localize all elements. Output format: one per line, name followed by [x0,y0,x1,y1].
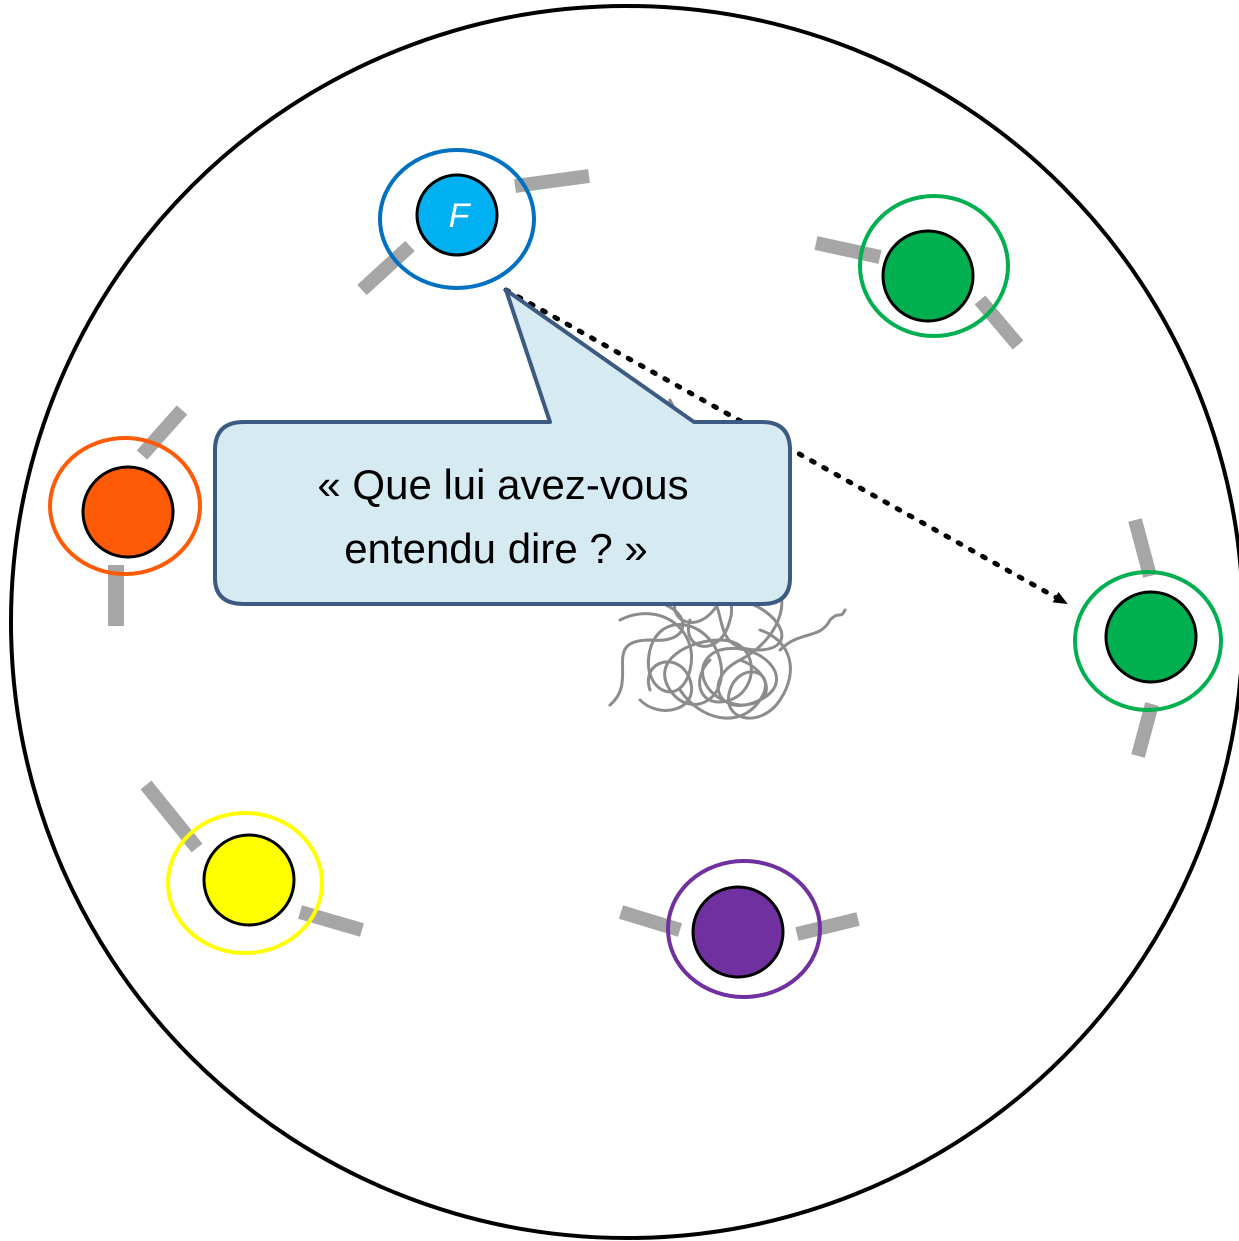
participant-ring [48,436,202,576]
participant-top-right [814,194,1024,350]
chair-bar [974,295,1024,350]
participant-dot [1104,590,1198,684]
participant-bottom-left [140,780,364,955]
participant-dot [881,229,975,323]
room-circle [9,4,1239,1240]
facilitator-label: F [449,197,472,235]
chair-bar [136,405,188,460]
participant-ring [858,194,1010,338]
callout-line-1: « Que lui avez-vous [317,461,688,508]
chair-bar [357,240,415,296]
participant-dot [202,833,296,927]
facilitator: F [357,148,590,296]
participant-ring [666,859,822,999]
participant-bottom [618,859,860,999]
chair-bar [1128,518,1157,578]
chair-bar [298,905,364,937]
facilitator-ring [378,148,536,290]
chair-bar [1131,702,1159,758]
chair-bar [514,169,590,193]
chair-bar [795,912,860,941]
speech-callout: « Que lui avez-vous entendu dire ? » [213,288,792,606]
participant-ring [1073,570,1223,712]
participant-ring [166,811,324,955]
chair-bar [814,236,882,264]
participant-right [1073,518,1223,758]
chair-bar [618,905,683,937]
participant-dot [81,465,175,559]
facilitator-dot [415,173,499,257]
callout-bubble [213,288,792,606]
participant-left [48,405,202,626]
callout-line-2: entendu dire ? » [344,525,648,572]
participant-dot [691,885,785,979]
